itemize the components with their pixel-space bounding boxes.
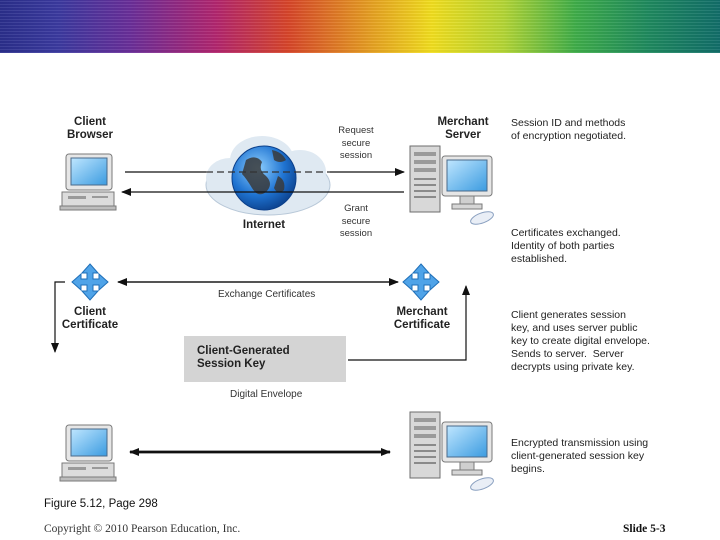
exchange-certificates-label: Exchange Certificates	[218, 289, 316, 300]
header-banner	[0, 0, 720, 53]
digital-envelope-label: Digital Envelope	[230, 389, 303, 400]
merchant-certificate-icon	[402, 263, 440, 301]
note-session-key: Client generates session key, and uses s…	[511, 309, 650, 373]
copyright-text: Copyright © 2010 Pearson Education, Inc.	[44, 523, 241, 535]
client-computer-icon-2	[59, 424, 117, 482]
merchant-certificate-label: Merchant Certificate	[393, 306, 451, 331]
internet-label: Internet	[242, 219, 286, 231]
server-icon	[409, 145, 496, 228]
session-key-label: Client-Generated Session Key	[197, 345, 290, 370]
note-certificates: Certificates exchanged. Identity of both…	[511, 227, 621, 265]
client-computer-icon	[59, 153, 117, 211]
note-encrypted: Encrypted transmission using client-gene…	[511, 437, 649, 475]
slide-number: Slide 5-3	[623, 523, 666, 535]
digital-envelope-box	[184, 336, 346, 382]
internet-cloud-icon	[205, 136, 331, 216]
client-certificate-label: Client Certificate	[61, 306, 119, 331]
merchant-server-label: Merchant Server	[437, 116, 489, 141]
note-session: Session ID and methods of encryption neg…	[511, 117, 626, 142]
request-label: Request secure session	[338, 125, 374, 161]
figure-caption: Figure 5.12, Page 298	[44, 498, 158, 510]
grant-label: Grant secure session	[339, 203, 373, 239]
client-certificate-icon	[71, 263, 109, 301]
server-icon-2	[409, 411, 496, 494]
client-browser-label: Client Browser	[66, 116, 114, 141]
